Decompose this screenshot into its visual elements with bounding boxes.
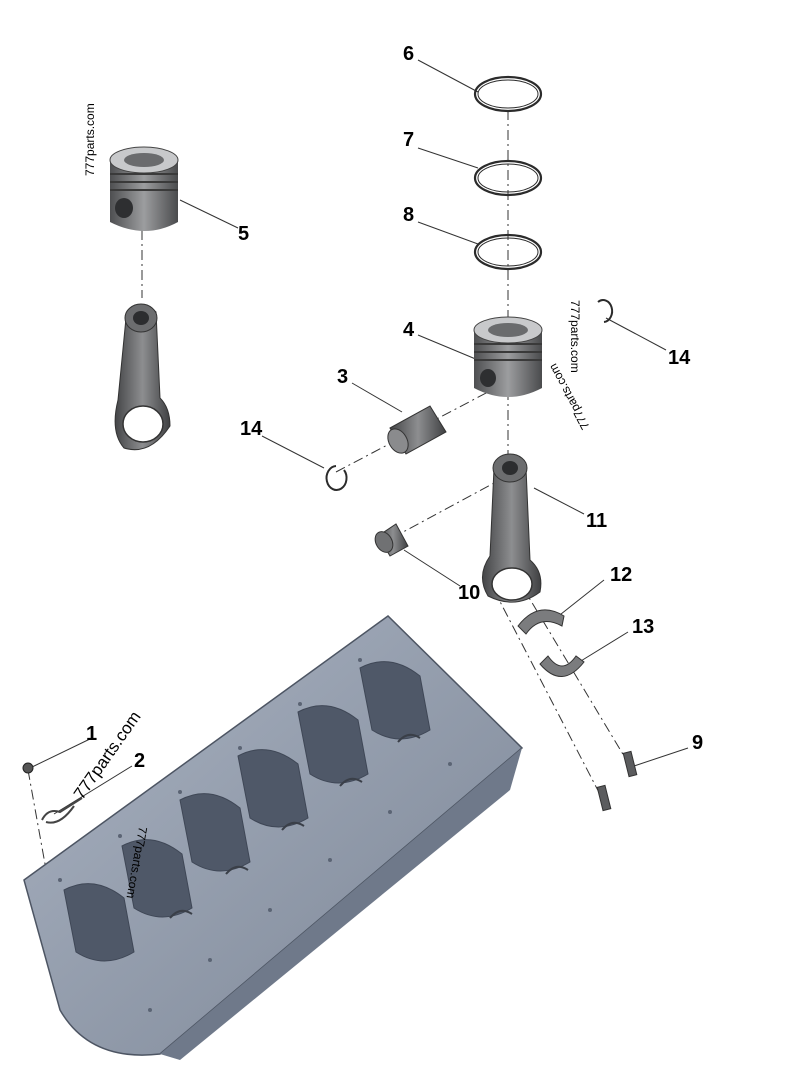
bushing-shape <box>374 523 409 557</box>
piston-rings <box>473 75 543 271</box>
callout-3: 3 <box>337 366 349 388</box>
callout-12: 12 <box>610 564 633 586</box>
plug-and-clip-shapes <box>22 762 83 824</box>
bearing-shapes <box>517 609 585 677</box>
callout-6: 6 <box>403 43 415 65</box>
callout-5: 5 <box>238 223 250 245</box>
watermark: 777parts.com <box>83 103 97 176</box>
engine-block-shape <box>23 615 524 1060</box>
callout-14-right: 14 <box>668 347 691 369</box>
callout-11: 11 <box>586 510 608 532</box>
rod-bolt-shapes <box>596 750 638 812</box>
piston-4-shape <box>473 316 543 397</box>
callout-10: 10 <box>458 582 481 604</box>
callout-1: 1 <box>86 723 98 745</box>
leader-lines <box>29 59 689 815</box>
piston-5-shape <box>109 146 179 231</box>
callout-7: 7 <box>403 129 415 151</box>
callout-9: 9 <box>692 732 704 754</box>
callout-2: 2 <box>134 750 146 772</box>
connecting-rod-left-shape <box>114 303 171 451</box>
retaining-ring-shapes <box>325 299 614 491</box>
connecting-rod-11-shape <box>482 453 542 603</box>
watermark: 777parts.com <box>568 300 582 373</box>
callout-4: 4 <box>403 319 415 341</box>
piston-pin-shape <box>387 405 447 455</box>
callout-14-left: 14 <box>240 418 263 440</box>
callout-8: 8 <box>403 204 415 226</box>
callout-13: 13 <box>632 616 655 638</box>
